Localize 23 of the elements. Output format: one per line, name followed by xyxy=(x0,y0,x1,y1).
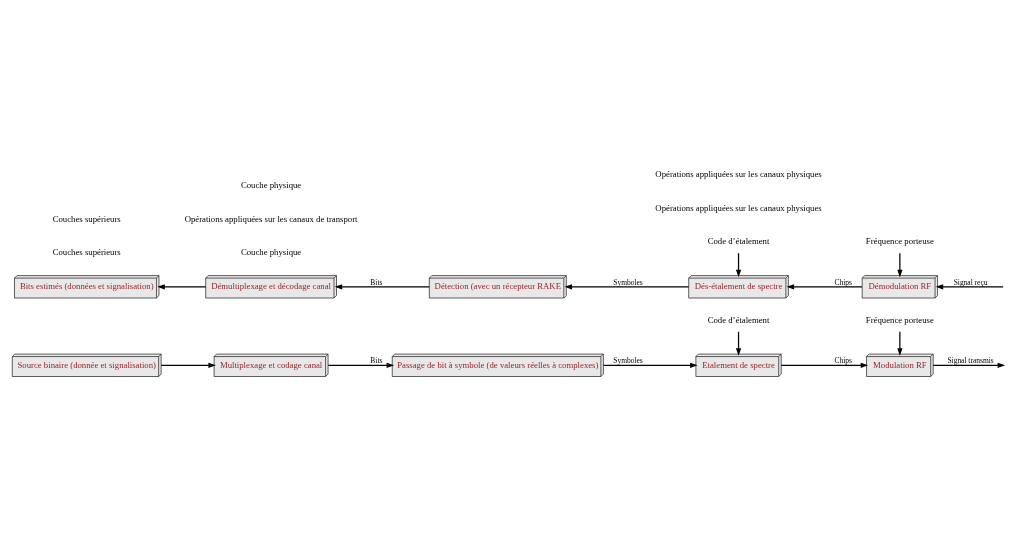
label: Couches supérieurs xyxy=(52,213,121,224)
arrow xyxy=(160,362,216,368)
arrow xyxy=(932,362,1006,368)
arrow xyxy=(786,284,863,290)
label: Couche physique xyxy=(240,180,302,191)
node-text: Fréquence porteuse xyxy=(865,236,934,247)
node-text: Code d’étalement xyxy=(707,236,770,247)
node-text: Fréquence porteuse xyxy=(865,314,934,325)
arrow xyxy=(157,284,207,290)
label: Couches supérieurs xyxy=(52,247,121,258)
arrow xyxy=(935,284,1004,290)
node-text: Code d’étalement xyxy=(707,314,770,325)
arrow xyxy=(327,362,395,368)
arrow xyxy=(334,284,430,290)
arrow xyxy=(780,362,869,368)
label: Opérations appliquées sur les canaux physiques xyxy=(655,202,822,213)
arrow xyxy=(564,284,690,290)
arrow xyxy=(897,252,903,278)
arrow xyxy=(897,331,903,356)
label: Opérations appliquées sur les canaux physiques xyxy=(655,169,822,180)
label: Couche physique xyxy=(240,247,302,258)
label: Opérations appliquées sur les canaux de transport xyxy=(184,213,358,224)
arrow xyxy=(602,362,698,368)
